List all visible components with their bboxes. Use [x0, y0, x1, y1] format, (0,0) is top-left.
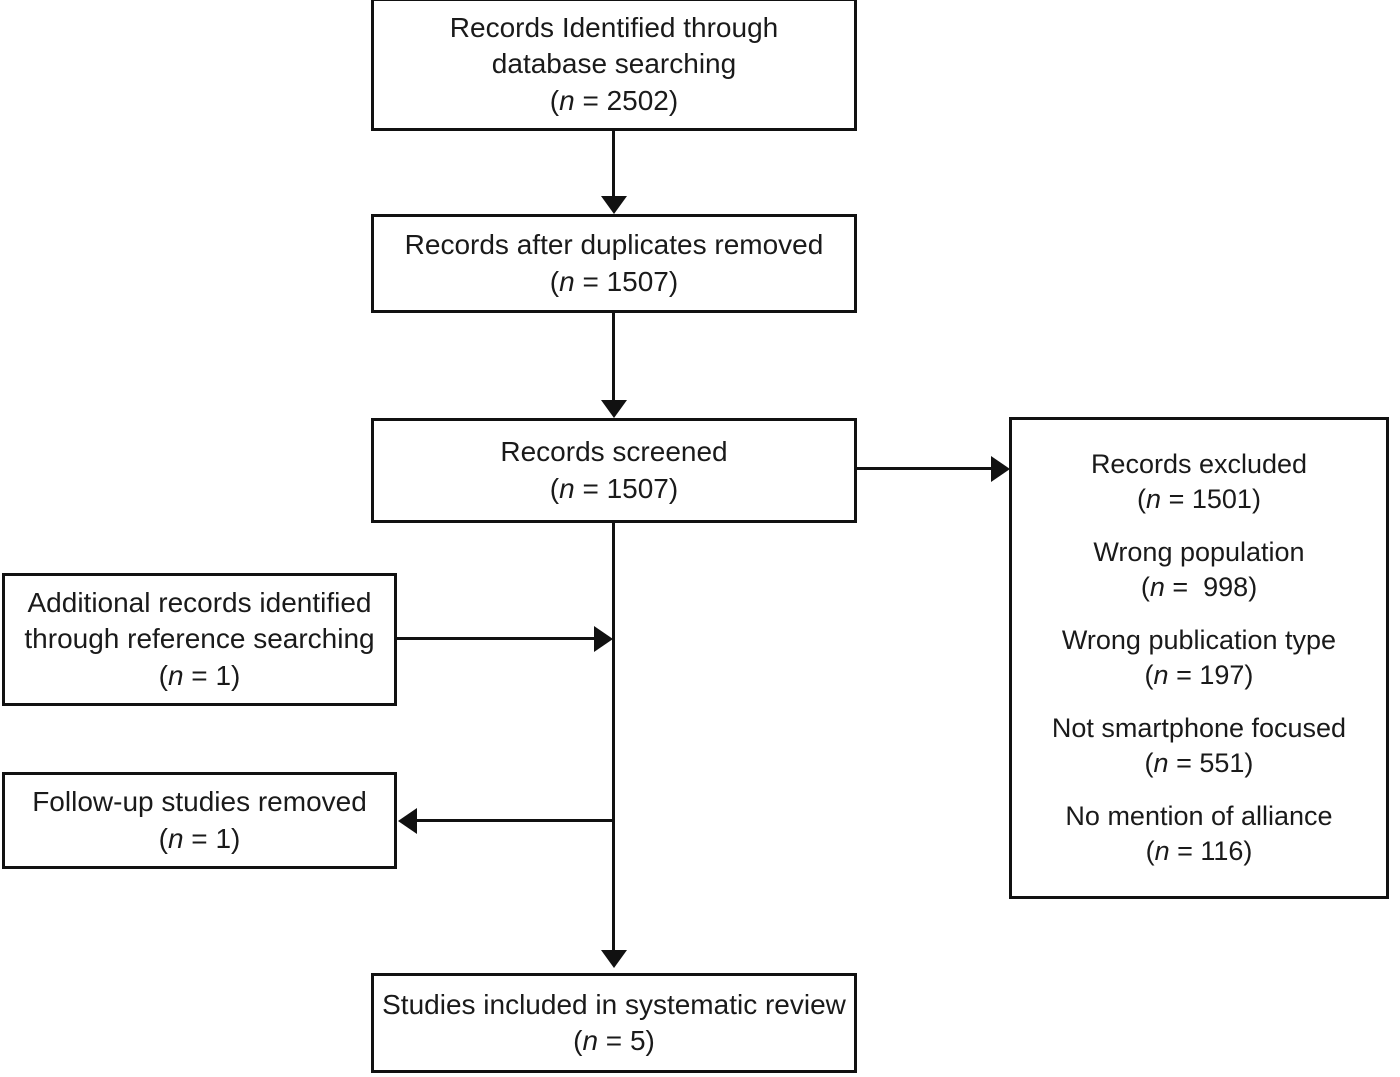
n-value: 1507 — [606, 265, 669, 297]
n-symbol: n — [582, 1025, 599, 1056]
excluded-group-count: (n = 1501) — [1137, 483, 1261, 514]
connector-identified-to-duplicates — [612, 130, 615, 198]
node-additional-records-line-2: through reference searching — [24, 623, 375, 655]
connector-spine-screened-to-included — [612, 522, 615, 952]
n-value: 197 — [1199, 660, 1245, 690]
n-symbol: n — [1153, 748, 1169, 779]
connector-spine-to-followup — [417, 819, 614, 822]
arrowhead-duplicates-to-screened — [601, 400, 627, 418]
n-symbol: n — [559, 472, 575, 504]
connector-screened-to-excluded — [856, 467, 994, 470]
n-symbol: n — [1154, 836, 1170, 867]
n-value: 2502 — [606, 84, 669, 116]
node-additional-records-line-1: Additional records identified — [27, 586, 372, 618]
n-symbol: n — [167, 659, 184, 691]
excluded-group-records-excluded: Records excluded (n = 1501) — [1091, 447, 1307, 517]
node-records-after-duplicates-label: Records after duplicates removed — [404, 229, 824, 261]
node-records-after-duplicates-removed: Records after duplicates removed (n = 15… — [371, 214, 857, 313]
node-follow-up-studies-removed: Follow-up studies removed (n = 1) — [2, 772, 397, 869]
excluded-group-label: Records excluded — [1090, 448, 1308, 479]
n-symbol: n — [1153, 660, 1169, 690]
n-equals: = — [574, 84, 607, 116]
excluded-group-not-smartphone-focused: Not smartphone focused (n = 551) — [1052, 711, 1346, 781]
connector-duplicates-to-screened — [612, 312, 615, 402]
n-value: 551 — [1199, 748, 1245, 779]
node-records-identified-count: (n = 2502) — [549, 84, 679, 116]
node-studies-included-in-systematic-review: Studies included in systematic review (n… — [371, 973, 857, 1073]
excluded-group-count: (n = 116) — [1145, 836, 1253, 867]
excluded-group-count: (n = 197) — [1144, 660, 1254, 690]
node-records-excluded: Records excluded (n = 1501) Wrong popula… — [1009, 417, 1389, 899]
n-symbol: n — [167, 822, 184, 854]
n-symbol: n — [1149, 571, 1165, 602]
arrowhead-spine-to-followup — [398, 808, 417, 834]
node-follow-up-studies-removed-label: Follow-up studies removed — [32, 786, 367, 818]
n-value: 5 — [629, 1025, 646, 1056]
node-follow-up-studies-removed-count: (n = 1) — [158, 822, 241, 854]
arrowhead-screened-to-excluded — [991, 456, 1010, 482]
n-symbol: n — [1146, 483, 1162, 514]
excluded-group-label: Wrong population — [1093, 536, 1305, 567]
excluded-group-label: Not smartphone focused — [1051, 713, 1347, 744]
node-records-identified-line-1: Records Identified through — [449, 11, 779, 43]
connector-additional-to-spine — [397, 637, 597, 640]
node-studies-included-count: (n = 5) — [573, 1025, 655, 1056]
excluded-group-label: No mention of alliance — [1065, 801, 1333, 832]
excluded-group-no-mention-of-alliance: No mention of alliance (n = 116) — [1065, 799, 1332, 869]
n-symbol: n — [559, 265, 575, 297]
n-value: 998 — [1203, 571, 1249, 602]
excluded-group-count: (n = 551) — [1144, 748, 1254, 779]
arrowhead-additional-to-spine — [594, 626, 613, 652]
node-studies-included-label: Studies included in systematic review — [382, 988, 846, 1020]
n-value: 1 — [215, 822, 232, 854]
n-value: 1507 — [606, 472, 669, 504]
excluded-group-wrong-publication-type: Wrong publication type (n = 197) — [1062, 623, 1336, 693]
node-additional-records-identified: Additional records identified through re… — [2, 573, 397, 706]
node-records-after-duplicates-count: (n = 1507) — [549, 265, 679, 297]
n-symbol: n — [559, 84, 575, 116]
arrowhead-identified-to-duplicates — [601, 196, 627, 214]
excluded-group-label: Wrong publication type — [1061, 624, 1337, 655]
excluded-group-count: (n = 998) — [1140, 571, 1258, 602]
node-records-identified: Records Identified through database sear… — [371, 0, 857, 131]
n-value: 1501 — [1191, 483, 1252, 514]
excluded-group-wrong-population: Wrong population (n = 998) — [1093, 535, 1304, 605]
node-records-screened-count: (n = 1507) — [549, 472, 679, 504]
node-records-screened-label: Records screened — [500, 436, 728, 468]
node-records-screened: Records screened (n = 1507) — [371, 418, 857, 523]
node-additional-records-count: (n = 1) — [158, 659, 241, 691]
arrowhead-spine-to-included — [601, 950, 627, 968]
n-value: 116 — [1200, 836, 1244, 867]
n-value: 1 — [215, 659, 232, 691]
node-records-identified-line-2: database searching — [491, 48, 737, 80]
